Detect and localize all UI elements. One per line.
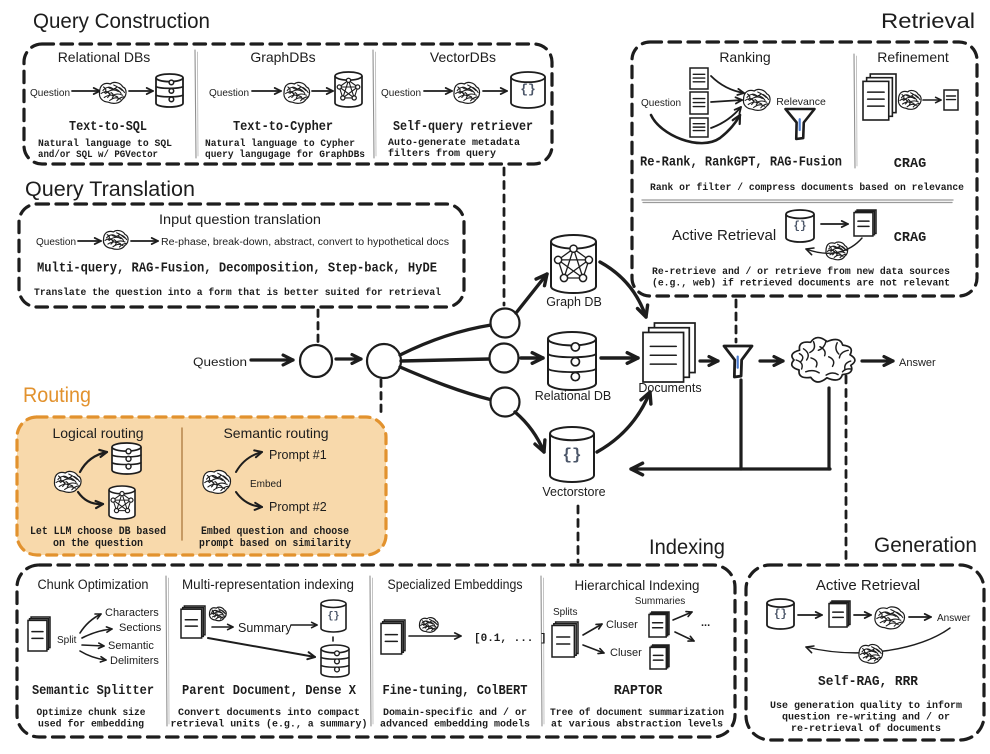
svg-text:query langugage for GraphDBs: query langugage for GraphDBs: [205, 149, 365, 161]
svg-text:Question: Question: [209, 88, 249, 99]
svg-text:Self-query retriever: Self-query retriever: [393, 120, 533, 135]
svg-text:re-retrieval of documents: re-retrieval of documents: [791, 723, 941, 735]
svg-text:Cluser: Cluser: [606, 619, 638, 631]
svg-text:Question: Question: [30, 88, 70, 99]
svg-text:(e.g., web) if retrieved docum: (e.g., web) if retrieved documents are n…: [652, 278, 950, 290]
svg-text:Documents: Documents: [638, 381, 701, 395]
svg-text:on the question: on the question: [53, 538, 143, 550]
svg-text:Semantic: Semantic: [108, 640, 154, 652]
svg-text:retrieval units (e.g., a summa: retrieval units (e.g., a summary): [171, 719, 368, 731]
svg-text:Question: Question: [36, 237, 76, 248]
svg-text:Specialized Embeddings: Specialized Embeddings: [388, 577, 523, 592]
svg-text:GraphDBs: GraphDBs: [250, 49, 315, 65]
svg-text:Indexing: Indexing: [649, 536, 725, 559]
svg-text:Hierarchical Indexing: Hierarchical Indexing: [575, 578, 700, 593]
svg-text:used for embedding: used for embedding: [38, 719, 144, 731]
svg-text:Multi-query, RAG-Fusion, Decom: Multi-query, RAG-Fusion, Decomposition, …: [37, 262, 437, 277]
svg-text:Prompt #1: Prompt #1: [269, 448, 327, 462]
svg-text:Sections: Sections: [119, 622, 162, 634]
svg-text:Graph DB: Graph DB: [546, 295, 602, 309]
svg-text:Refinement: Refinement: [877, 49, 949, 65]
svg-text:Characters: Characters: [105, 607, 159, 619]
svg-text:Active Retrieval: Active Retrieval: [672, 227, 776, 244]
svg-text:Cluser: Cluser: [610, 647, 642, 659]
svg-text:{}: {}: [327, 611, 339, 623]
svg-text:Summaries: Summaries: [635, 596, 686, 607]
svg-text:Auto-generate metadata: Auto-generate metadata: [388, 137, 520, 149]
svg-text:{}: {}: [562, 446, 581, 464]
svg-text:Natural language to Cypher: Natural language to Cypher: [205, 138, 355, 150]
svg-text:Text-to-SQL: Text-to-SQL: [69, 120, 147, 135]
svg-text:Vectorstore: Vectorstore: [542, 485, 605, 499]
svg-text:Relational DB: Relational DB: [535, 389, 611, 403]
svg-text:RAPTOR: RAPTOR: [614, 684, 664, 699]
svg-text:Domain-specific and / or: Domain-specific and / or: [383, 707, 527, 719]
svg-text:Answer: Answer: [899, 357, 936, 369]
svg-text:Ranking: Ranking: [719, 49, 770, 65]
svg-text:Input question translation: Input question translation: [159, 211, 321, 227]
svg-text:Question: Question: [641, 98, 681, 109]
svg-text:Multi-representation indexing: Multi-representation indexing: [182, 577, 354, 592]
svg-text:Answer: Answer: [937, 613, 971, 624]
svg-text:Generation: Generation: [874, 534, 977, 557]
svg-text:at various abstraction levels: at various abstraction levels: [551, 719, 723, 731]
svg-text:Question: Question: [193, 355, 247, 369]
svg-text:Prompt #2: Prompt #2: [269, 500, 327, 514]
svg-text:Query Translation: Query Translation: [25, 178, 195, 201]
svg-text:Let LLM choose DB based: Let LLM choose DB based: [30, 526, 166, 538]
svg-text:prompt based on similarity: prompt based on similarity: [199, 538, 351, 550]
svg-text:Splits: Splits: [553, 607, 577, 618]
svg-text:Delimiters: Delimiters: [110, 655, 159, 667]
svg-text:Fine-tuning, ColBERT: Fine-tuning, ColBERT: [383, 684, 528, 699]
svg-text:Re-retrieve and / or retrieve: Re-retrieve and / or retrieve from new d…: [652, 266, 950, 278]
svg-text:Routing: Routing: [23, 384, 91, 407]
svg-text:CRAG: CRAG: [894, 231, 926, 246]
svg-text:Re-phase, break-down, abstract: Re-phase, break-down, abstract, convert …: [161, 237, 449, 248]
svg-text:Convert documents into compact: Convert documents into compact: [178, 707, 360, 719]
svg-text:Chunk Optimization: Chunk Optimization: [38, 577, 149, 592]
svg-text:Embed question and choose: Embed question and choose: [201, 526, 349, 538]
svg-text:Relational DBs: Relational DBs: [58, 49, 151, 65]
svg-text:Translate the question into a: Translate the question into a form that …: [34, 287, 441, 299]
svg-text:Retrieval: Retrieval: [881, 10, 975, 33]
svg-text:Query Construction: Query Construction: [33, 10, 210, 33]
svg-text:Semantic routing: Semantic routing: [223, 425, 328, 441]
svg-text:question re-writing and / or: question re-writing and / or: [782, 712, 950, 724]
svg-text:filters from query: filters from query: [388, 148, 496, 160]
svg-text:Text-to-Cypher: Text-to-Cypher: [233, 120, 333, 135]
svg-text:Use generation quality to info: Use generation quality to inform: [770, 700, 962, 712]
svg-text:Logical routing: Logical routing: [52, 425, 143, 441]
svg-text:Question: Question: [381, 88, 421, 99]
svg-text:[0.1, ... ]: [0.1, ... ]: [474, 633, 547, 645]
svg-text:Semantic Splitter: Semantic Splitter: [32, 684, 154, 699]
svg-text:Re-Rank, RankGPT, RAG-Fusion: Re-Rank, RankGPT, RAG-Fusion: [640, 156, 842, 171]
svg-text:{}: {}: [774, 608, 787, 620]
svg-text:advanced embedding models: advanced embedding models: [380, 719, 530, 731]
svg-text:Active Retrieval: Active Retrieval: [816, 577, 920, 594]
svg-text:Rank or filter / compress docu: Rank or filter / compress documents base…: [650, 182, 964, 194]
svg-text:CRAG: CRAG: [894, 157, 926, 172]
svg-text:...: ...: [701, 617, 710, 629]
svg-text:Relevance: Relevance: [776, 96, 826, 108]
svg-text:Tree of document summarization: Tree of document summarization: [550, 707, 724, 719]
svg-text:VectorDBs: VectorDBs: [430, 49, 496, 65]
svg-text:Split: Split: [57, 635, 77, 646]
svg-text:Embed: Embed: [250, 479, 282, 490]
svg-text:{}: {}: [520, 82, 536, 97]
svg-text:Optimize chunk size: Optimize chunk size: [37, 707, 146, 719]
svg-text:{}: {}: [793, 221, 806, 233]
svg-text:Summary: Summary: [238, 621, 292, 635]
svg-text:Parent Document, Dense X: Parent Document, Dense X: [182, 684, 357, 699]
svg-text:Natural language to SQL: Natural language to SQL: [38, 138, 172, 150]
svg-text:and/or SQL w/ PGVector: and/or SQL w/ PGVector: [38, 149, 158, 161]
svg-text:Self-RAG, RRR: Self-RAG, RRR: [818, 675, 919, 690]
